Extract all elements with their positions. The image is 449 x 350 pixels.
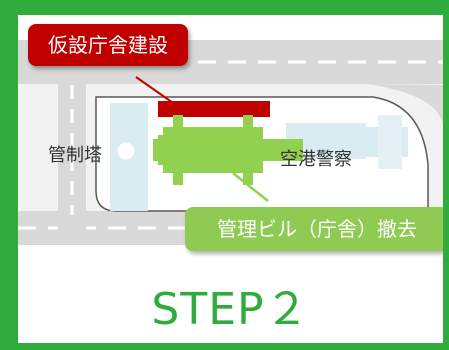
curved-ramp	[368, 84, 443, 125]
temporary-office-leader-line	[135, 76, 177, 106]
control-tower-label: 管制塔	[48, 145, 102, 166]
management-building-leader-line	[232, 172, 269, 202]
management-building-callout: 管理ビル（庁舎）撤去	[185, 207, 443, 251]
control-tower-mark	[114, 139, 138, 163]
airport-police-wing	[378, 115, 402, 169]
management-building	[153, 115, 303, 185]
temporary-office-end-left	[158, 101, 164, 109]
step-title: STEP２	[151, 284, 310, 335]
temporary-office-callout: 仮設庁舎建設	[28, 24, 188, 66]
site-plan	[18, 40, 443, 245]
airport-police-label: 空港警察	[280, 149, 352, 170]
temporary-office-building	[158, 101, 270, 117]
